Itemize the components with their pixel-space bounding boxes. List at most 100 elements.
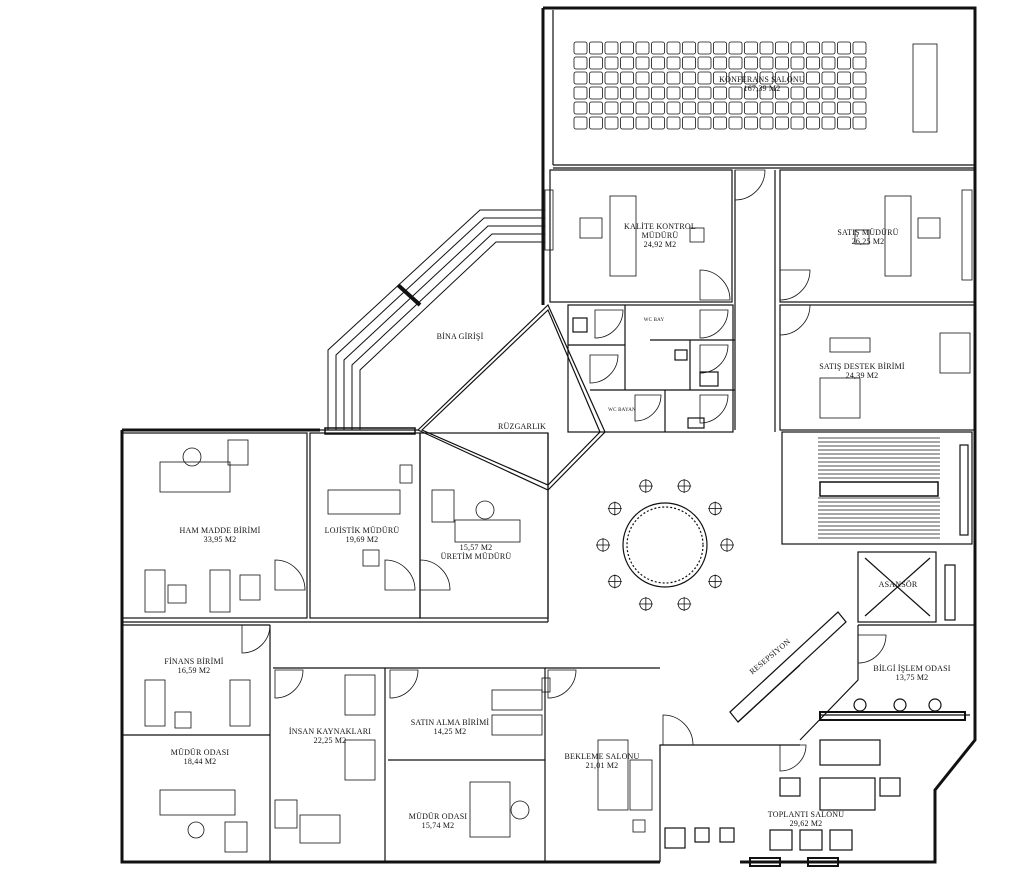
seat	[713, 101, 727, 115]
seat	[759, 41, 774, 55]
seat	[821, 71, 836, 85]
seat	[620, 86, 634, 100]
seat	[837, 56, 851, 70]
seat	[589, 56, 603, 70]
seat	[620, 71, 634, 85]
door-swing	[699, 309, 729, 339]
seat	[728, 116, 743, 130]
seat	[682, 116, 696, 130]
seat	[775, 41, 789, 55]
door-swing	[779, 304, 811, 336]
seat	[806, 56, 820, 70]
door-swing	[547, 669, 577, 699]
stairs	[781, 431, 973, 545]
seat	[651, 56, 665, 70]
lobby	[622, 502, 800, 862]
seat	[620, 116, 634, 130]
seat	[682, 101, 696, 115]
seat	[852, 56, 867, 70]
seat	[651, 116, 665, 130]
seat	[666, 56, 681, 70]
seat	[852, 41, 867, 55]
seat	[604, 86, 619, 100]
seat	[790, 71, 805, 85]
door-swing	[662, 714, 694, 746]
seat	[666, 86, 681, 100]
seat	[713, 116, 727, 130]
seat	[604, 41, 619, 55]
label-asansor: ASANSÖR	[878, 580, 918, 589]
resepsiyon-desk	[729, 611, 847, 723]
seat	[728, 56, 743, 70]
seat	[635, 116, 650, 130]
seat	[697, 71, 712, 85]
seat	[682, 71, 696, 85]
lobby-chairs	[596, 479, 734, 611]
seat	[635, 86, 650, 100]
seat	[775, 71, 789, 85]
door-swing	[589, 354, 619, 384]
seat	[806, 71, 820, 85]
seat	[589, 41, 603, 55]
seat	[744, 86, 758, 100]
seat	[728, 71, 743, 85]
seat	[635, 71, 650, 85]
seat	[728, 86, 743, 100]
seat	[697, 116, 712, 130]
seat	[806, 41, 820, 55]
seat	[651, 86, 665, 100]
seat	[775, 86, 789, 100]
seat	[790, 101, 805, 115]
seat	[682, 56, 696, 70]
asansor-shaft	[857, 551, 956, 623]
seat	[682, 41, 696, 55]
seat	[589, 116, 603, 130]
seat	[744, 56, 758, 70]
seat	[790, 56, 805, 70]
seat	[620, 56, 634, 70]
door-swing	[734, 169, 766, 201]
bilgi-islem-zone	[799, 624, 975, 741]
label-wc-bayan: WC BAYAN	[608, 408, 636, 413]
door-swing	[634, 394, 662, 422]
door-swing	[274, 559, 306, 591]
seat	[837, 101, 851, 115]
seat	[666, 101, 681, 115]
seat	[744, 116, 758, 130]
seat	[837, 116, 851, 130]
seat	[775, 101, 789, 115]
furniture	[144, 43, 973, 853]
seat	[635, 101, 650, 115]
door-swing	[779, 269, 811, 301]
seat	[759, 56, 774, 70]
seat	[682, 86, 696, 100]
seat	[806, 101, 820, 115]
door-swing	[857, 634, 887, 664]
ruzgarlik-zone	[416, 303, 606, 491]
seat	[744, 101, 758, 115]
konferans-salonu-zone	[552, 10, 975, 169]
seat	[821, 101, 836, 115]
seat	[620, 41, 634, 55]
seat	[806, 86, 820, 100]
door-swing	[594, 309, 624, 339]
seat	[713, 71, 727, 85]
konferans-seats	[573, 41, 867, 130]
left-offices	[121, 427, 660, 862]
seat	[759, 71, 774, 85]
seat	[651, 41, 665, 55]
door-swing	[699, 269, 731, 301]
seat	[573, 71, 588, 85]
seat	[821, 86, 836, 100]
seat	[790, 86, 805, 100]
seat	[837, 71, 851, 85]
seat	[821, 116, 836, 130]
seat	[604, 101, 619, 115]
seat	[852, 116, 867, 130]
